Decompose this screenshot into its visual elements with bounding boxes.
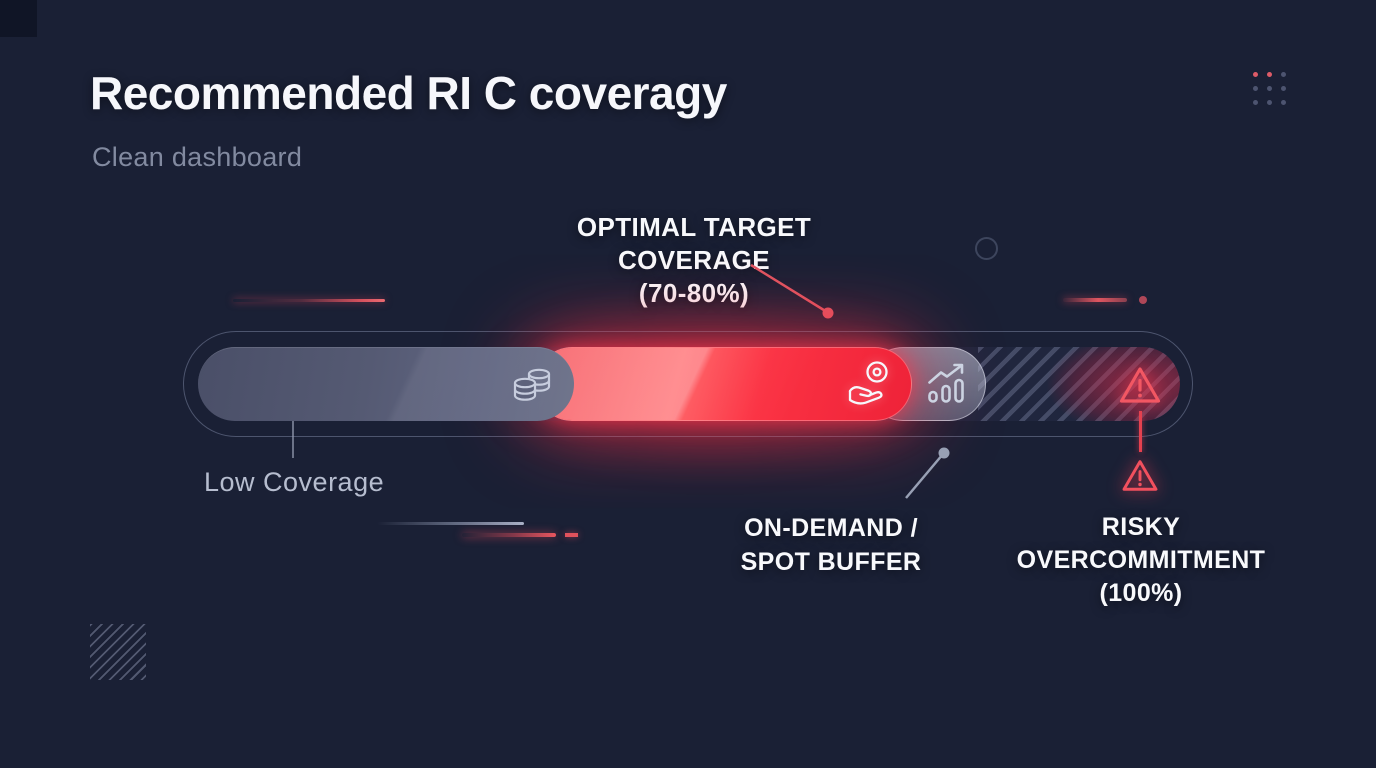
segment-optimal-coverage: [535, 347, 912, 421]
risky-label-line3: (100%): [1099, 579, 1183, 607]
dot: [1281, 72, 1286, 77]
low-coverage-connector-line: [292, 421, 294, 458]
red-dot-decoration: [1139, 296, 1147, 304]
corner-patch: [0, 0, 37, 37]
page-title: Recommended RI C coveragy: [90, 67, 727, 119]
low-coverage-label: Low Coverage: [204, 467, 385, 497]
dot: [1267, 100, 1272, 105]
on-demand-buffer-label: ON-DEMAND / SPOT BUFFER: [681, 511, 981, 579]
dot: [1253, 86, 1258, 91]
page-subtitle: Clean dashboard: [92, 142, 303, 172]
dots-grid-decoration: [1253, 72, 1286, 105]
optimal-target-label: OPTIMAL TARGET COVERAGE (70-80%): [494, 211, 894, 310]
gauge-outline: [183, 331, 1193, 437]
segment-low-coverage: [198, 347, 574, 421]
red-dash-decoration: [565, 533, 578, 537]
optimal-label-line1: OPTIMAL TARGET: [576, 212, 812, 242]
buffer-label-line1: ON-DEMAND /: [744, 514, 918, 542]
warning-icon: [1119, 367, 1161, 403]
dot: [1267, 86, 1272, 91]
growth-chart-icon: [928, 363, 964, 403]
coins-icon: [513, 368, 551, 401]
gray-streak: [377, 522, 524, 525]
red-streak-right: [1063, 298, 1127, 302]
warning-icon: [1122, 460, 1158, 491]
risky-connector-line: [1139, 411, 1142, 452]
circle-decoration: [975, 237, 998, 260]
red-streak-left: [233, 299, 385, 302]
optimal-label-line2: COVERAGE: [617, 245, 770, 275]
optimal-label-line3: (70-80%): [494, 277, 894, 310]
dot: [1253, 72, 1258, 77]
optimal-connector-line: [750, 263, 834, 319]
risky-label-line1: RISKY: [1101, 513, 1181, 541]
dot: [1253, 100, 1258, 105]
dot: [1281, 86, 1286, 91]
hatched-square-decoration: [90, 624, 146, 680]
dot: [1281, 100, 1286, 105]
hand-coin-icon: [848, 361, 888, 405]
dot: [1267, 72, 1272, 77]
red-streak-lower: [462, 533, 556, 537]
buffer-label-line2: SPOT BUFFER: [740, 548, 922, 576]
risky-overcommitment-label: RISKY OVERCOMMITMENT (100%): [991, 511, 1291, 610]
buffer-connector-line: [905, 447, 950, 499]
risky-label-line2: OVERCOMMITMENT: [1016, 546, 1266, 574]
